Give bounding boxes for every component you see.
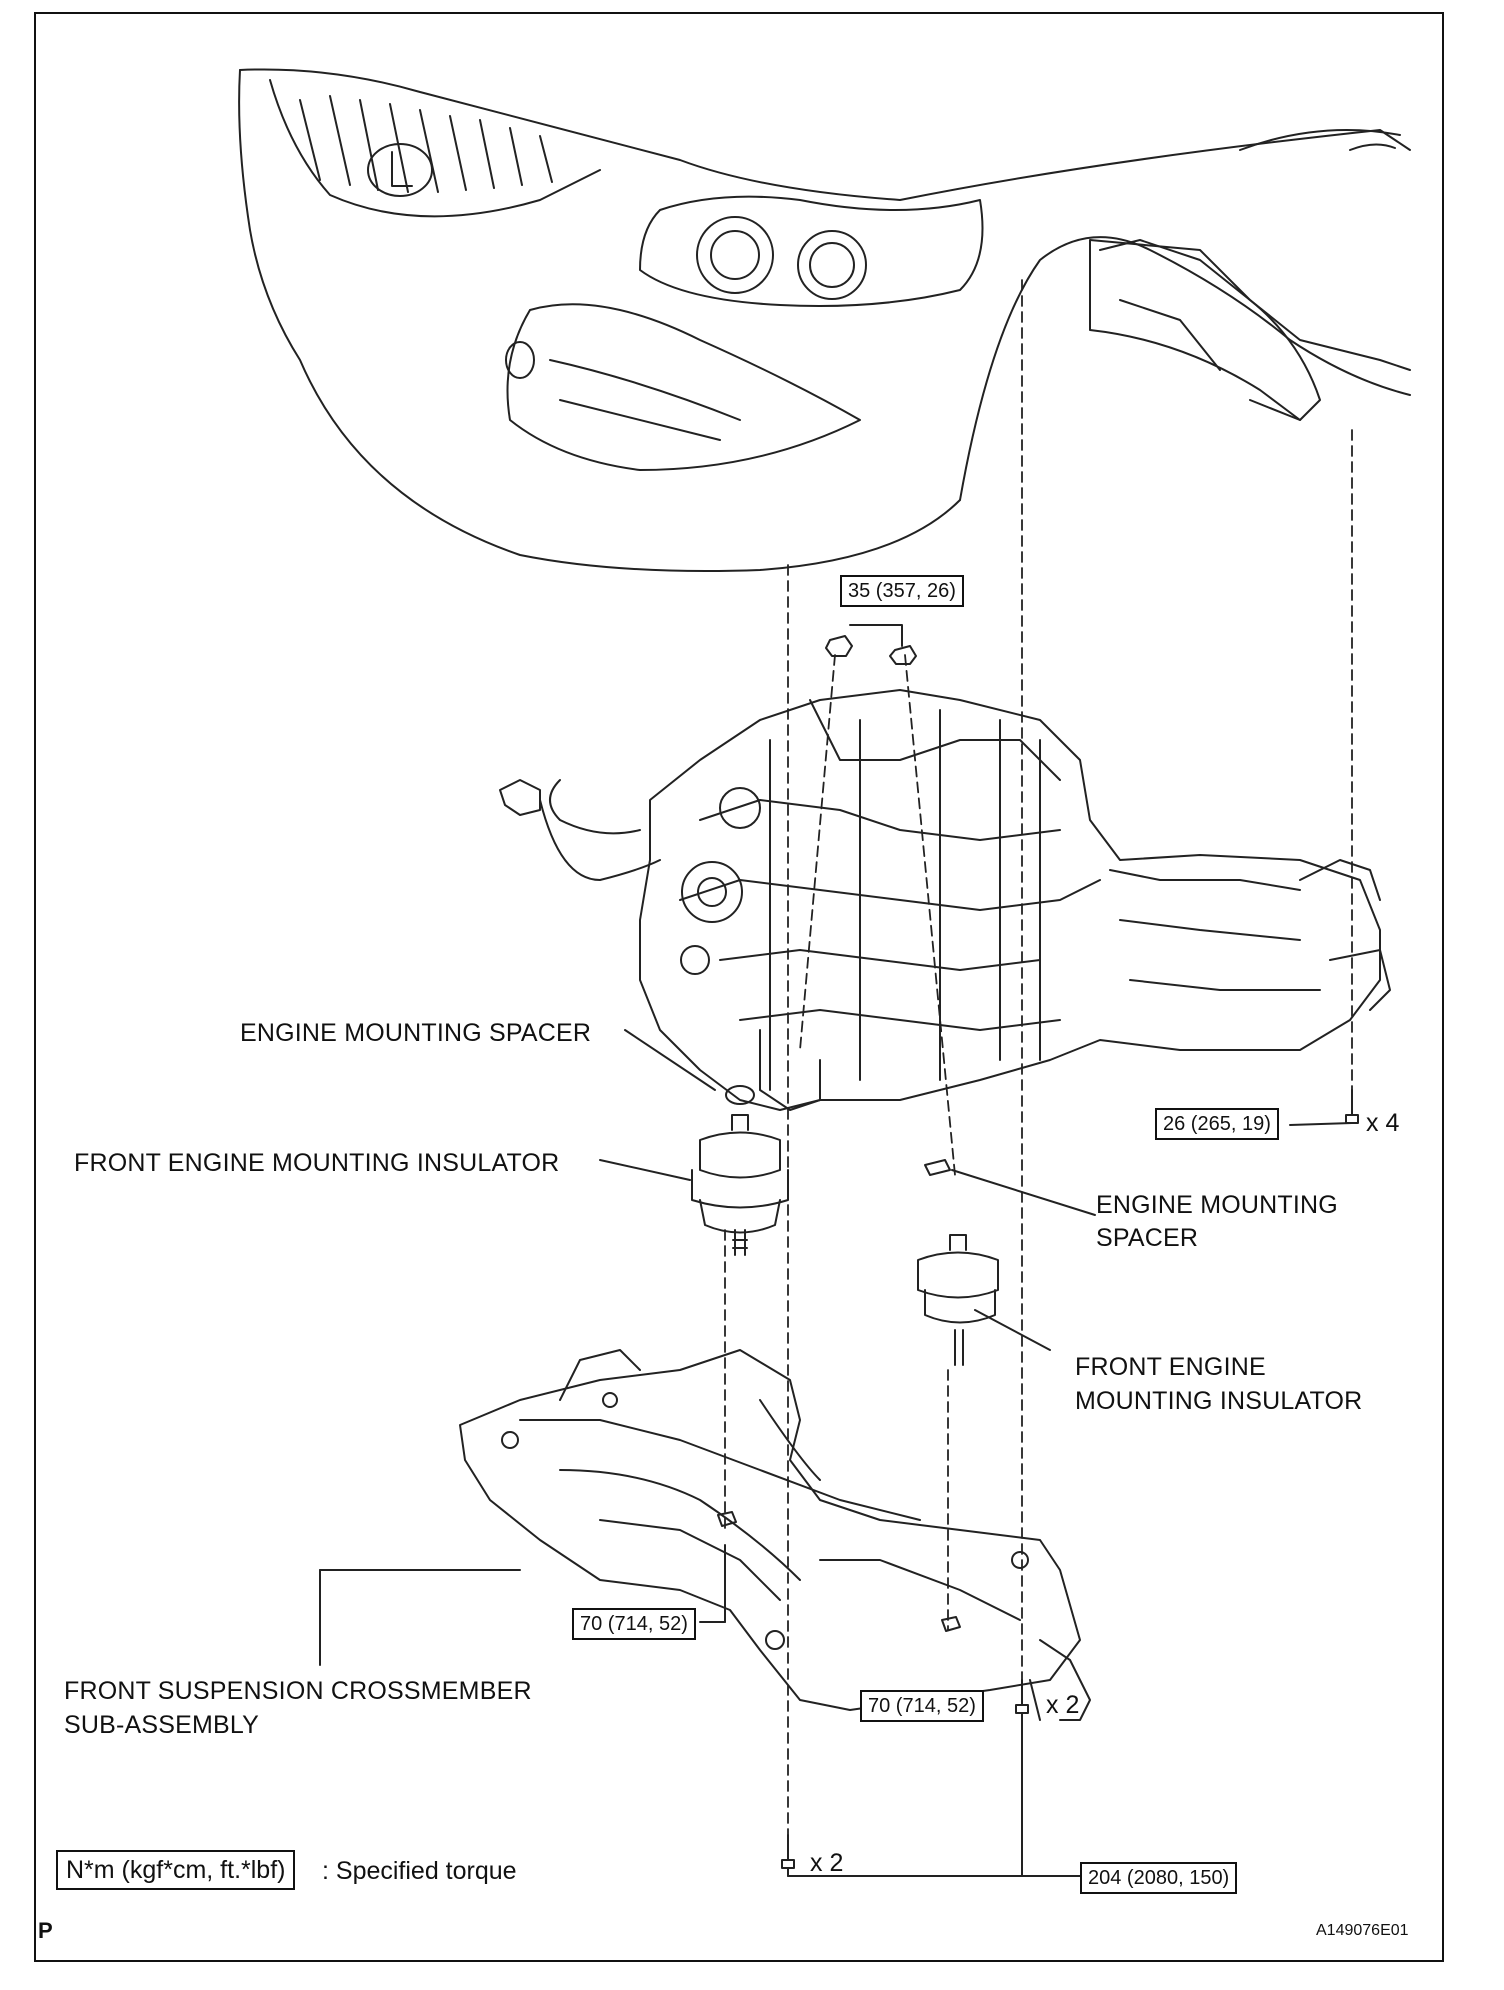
label-crossmember-line2: SUB-ASSEMBLY: [64, 1711, 260, 1739]
label-engine-mounting-spacer-right-line1: ENGINE MOUNTING: [1096, 1191, 1338, 1219]
left-insulator-parts: [599, 1029, 789, 1256]
legend-description: : Specified torque: [322, 1857, 517, 1885]
torque-transmission-bolt: 26 (265, 19): [1155, 1108, 1279, 1140]
alignment-lines: [724, 279, 1353, 1836]
page-mark: P: [38, 1918, 53, 1943]
torque-crossmember-bolts: 204 (2080, 150): [1080, 1862, 1238, 1894]
label-engine-mounting-spacer-right-line2: SPACER: [1096, 1224, 1199, 1252]
label-front-engine-mounting-insulator-left: FRONT ENGINE MOUNTING INSULATOR: [74, 1149, 560, 1177]
torque-top-nut: 35 (357, 26): [840, 575, 964, 607]
crossmember-bolts: [781, 1089, 1359, 1869]
label-engine-mounting-spacer-left: ENGINE MOUNTING SPACER: [240, 1019, 592, 1047]
label-crossmember-line1: FRONT SUSPENSION CROSSMEMBER: [64, 1677, 532, 1705]
torque-crossmember-nut-left: 70 (714, 52): [572, 1608, 696, 1640]
front-suspension-crossmember: [459, 1349, 1091, 1721]
diagram-frame: [34, 12, 1444, 1962]
figure-id: A149076E01: [1316, 1922, 1409, 1939]
qty-bolts-right: x 2: [1046, 1691, 1080, 1719]
legend-unit-box: N*m (kgf*cm, ft.*lbf): [56, 1850, 296, 1890]
right-insulator-parts: [917, 1159, 1096, 1366]
qty-transmission-bolt: x 4: [1366, 1109, 1400, 1137]
top-nuts: [825, 624, 917, 665]
torque-crossmember-nut-right: 70 (714, 52): [860, 1690, 984, 1722]
engine-transmission-assembly: [499, 689, 1391, 1111]
label-front-engine-mounting-insulator-right-line2: MOUNTING INSULATOR: [1075, 1387, 1363, 1415]
torque-leaders: [319, 1122, 1353, 1877]
vehicle-front-body: [238, 68, 1411, 572]
qty-bolts-left: x 2: [810, 1849, 844, 1877]
label-front-engine-mounting-insulator-right-line1: FRONT ENGINE: [1075, 1353, 1266, 1381]
